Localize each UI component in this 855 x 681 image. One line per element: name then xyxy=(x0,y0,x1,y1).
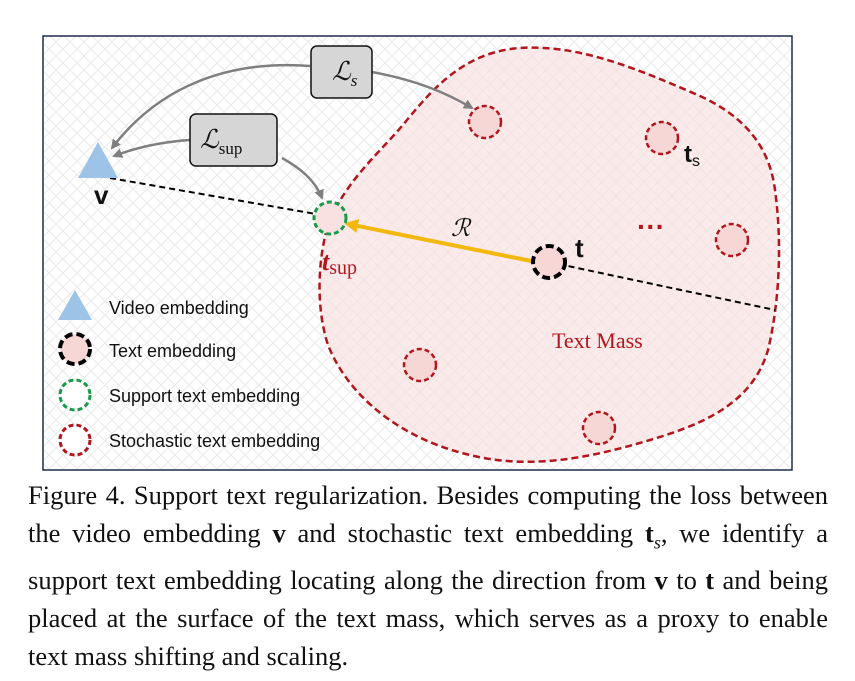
green-dashed-circle-icon xyxy=(58,378,92,412)
support-text-embedding xyxy=(312,200,348,236)
legend-video-embedding-label: Video embedding xyxy=(109,298,249,318)
arrow-ls-to-ts xyxy=(371,70,474,110)
stochastic-embedding xyxy=(402,347,438,383)
legend: Video embedding Text embedding Support t… xyxy=(58,290,320,457)
legend-support-text-embedding-label: Support text embedding xyxy=(109,386,300,406)
stochastic-embedding-ts xyxy=(644,120,680,156)
loss-s-box: ℒs xyxy=(310,45,373,99)
r-label: ℛ xyxy=(451,216,472,242)
stochastic-embedding xyxy=(467,104,503,140)
loss-sup-subscript: sup xyxy=(219,139,243,158)
r-arrow xyxy=(344,219,537,264)
svg-text:ℒs: ℒs xyxy=(332,57,358,90)
stochastic-embedding xyxy=(581,410,617,446)
stochastic-embedding xyxy=(714,222,750,258)
text-embedding-t xyxy=(531,244,567,280)
arrow-lsup-to-v xyxy=(112,138,191,158)
text-mass-label: Text Mass xyxy=(552,328,643,353)
ellipsis-label: ··· xyxy=(637,211,665,242)
arrow-ls-to-v xyxy=(110,63,311,150)
ts-label: ts xyxy=(684,141,700,170)
loss-sup-box: ℒsup xyxy=(189,113,278,167)
loss-s-subscript: s xyxy=(351,71,358,90)
loss-sup-symbol: ℒ xyxy=(200,125,220,154)
v-to-tsup-line xyxy=(109,177,317,215)
legend-stochastic-text-embedding-label: Stochastic text embedding xyxy=(109,431,320,451)
black-dashed-circle-icon xyxy=(58,332,92,366)
t-to-boundary-line xyxy=(548,261,776,311)
loss-s-symbol: ℒ xyxy=(332,57,352,86)
triangle-icon xyxy=(58,290,92,320)
figure-caption: Figure 4. Support text regularization. B… xyxy=(28,480,829,672)
t-label: t xyxy=(575,233,584,263)
tsup-label: tsup xyxy=(322,247,357,279)
svg-text:ℒsup: ℒsup xyxy=(200,125,242,158)
video-embedding-triangle xyxy=(78,142,118,178)
arrow-lsup-to-tsup xyxy=(281,156,324,200)
red-dashed-circle-icon xyxy=(58,423,92,457)
legend-text-embedding-label: Text embedding xyxy=(109,341,236,361)
v-label: v xyxy=(94,180,109,210)
